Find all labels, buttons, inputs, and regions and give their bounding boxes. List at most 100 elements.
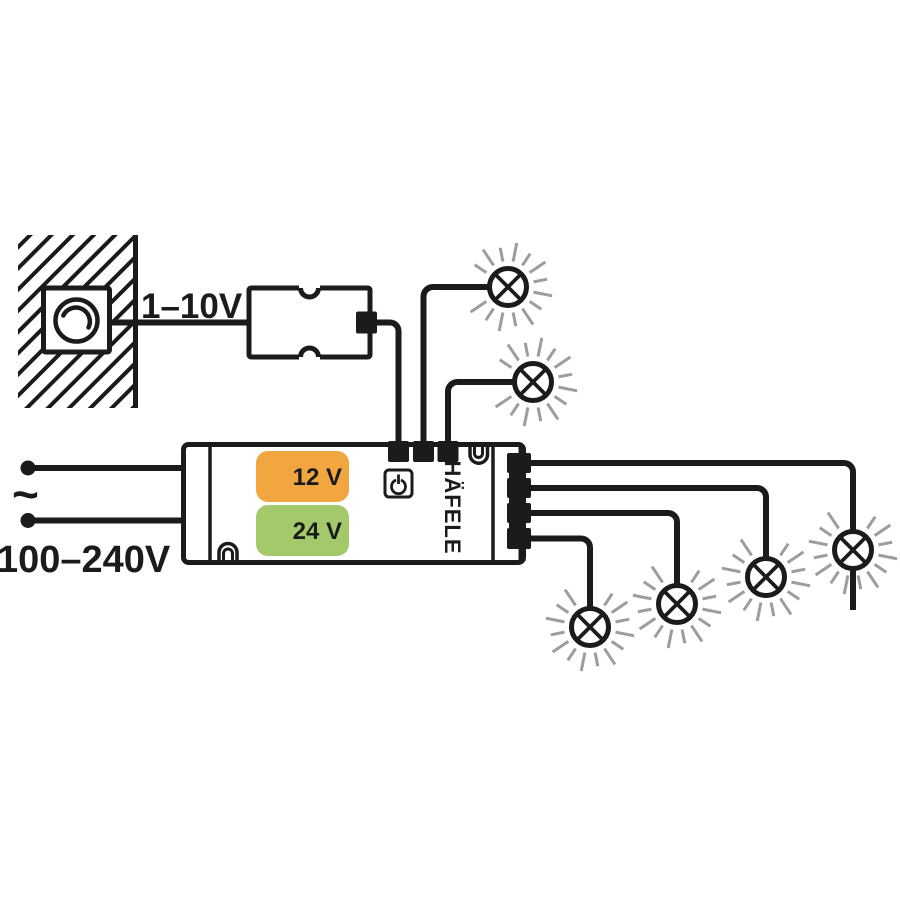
light-ray [697,617,712,628]
light-ray [786,590,801,601]
light-ray [727,590,746,604]
light-ray [702,607,722,615]
light-ray [546,402,560,421]
lamp-icon [808,511,898,595]
output-plug-4 [507,528,531,549]
light-ray [769,602,776,617]
mount-slot-outer [217,541,239,562]
light-ray [558,385,578,393]
light-ray [680,629,687,644]
badge-24v-label: 24 V [293,518,342,545]
light-ray [579,652,587,672]
mount-slot-top-right [468,445,490,465]
light-ray [506,343,520,362]
mains-voltage-label: 100–240V [0,539,171,581]
light-ray [558,372,573,379]
light-ray [739,538,753,557]
light-ray [866,570,880,589]
light-ray [653,624,664,639]
power-icon [390,474,407,496]
lamp-cross [838,535,868,565]
light-ray [642,580,657,591]
output-plug-3 [507,503,531,523]
lamp-cross [518,367,548,397]
light-ray [603,647,617,666]
output-tab-2 [509,496,519,505]
wire-top-lamp-2 [445,379,515,445]
light-ray [481,248,495,267]
connector-notch-top [298,287,321,300]
light-ray [637,607,652,614]
light-ray [818,526,833,537]
lamp-cross [575,612,605,642]
lamp-cross [751,562,781,592]
light-ray [615,617,630,624]
wire-connector-to-driver [377,319,402,445]
light-ray [546,347,557,362]
light-ray [509,402,520,417]
light-ray [498,358,513,369]
badge-12v-label: 12 V [293,464,342,491]
light-ray [755,602,763,622]
lamp-icon [632,565,722,649]
lamp-icon [721,538,811,622]
dimmer-knob-pointer [61,305,93,330]
light-ray [786,550,805,564]
light-ray [521,307,535,326]
light-ray [494,395,513,409]
light-ray [814,563,833,577]
output-tab-3 [509,521,519,530]
light-ray [523,342,530,357]
light-ray [615,630,635,638]
light-ray [511,242,519,262]
light-ray [536,407,543,422]
connector-box [246,283,377,362]
lamps-top-group [469,242,578,427]
light-ray [690,624,704,643]
light-ray [878,540,893,547]
light-ray [545,616,565,624]
light-ray [791,580,811,588]
wire-output-3 [528,510,680,614]
light-ray [484,307,495,322]
lamp-icon [545,588,635,672]
lamps-bottom-group [545,511,898,672]
light-ray [829,570,840,585]
light-ray [878,553,898,561]
light-ray [632,593,652,601]
light-ray [842,575,850,595]
light-ray [856,575,863,590]
mount-slot-bottom-left [217,541,239,562]
light-ray [536,337,544,357]
mains-input: ~ 100–240V [0,460,184,581]
light-ray [873,523,892,537]
light-ray [511,312,518,327]
light-ray [528,260,547,274]
output-plug-2 [507,478,531,498]
top-plug-2 [413,441,434,462]
light-ray [873,563,888,574]
light-ray [563,588,577,607]
power-icon-arc [390,478,407,496]
light-ray [826,511,840,530]
light-ray [566,647,577,662]
badge-24v [256,505,349,556]
dimmer-switch [41,285,112,355]
light-ray [650,565,664,584]
top-plug-1 [388,441,409,462]
top-plug-3 [437,441,459,462]
dimmer-signal-label: 1–10V [141,287,243,326]
power-button [383,468,414,499]
output-tab-1 [509,471,519,480]
light-ray [666,629,674,649]
led-driver: 12 V 24 V HÄFELE [181,441,531,565]
lamp-icon [494,337,578,427]
light-ray [550,630,565,637]
light-ray [779,597,793,616]
output-plug-1 [507,453,531,473]
light-ray [721,566,741,574]
mount-slot-inner [473,445,484,459]
light-ray [555,603,570,614]
